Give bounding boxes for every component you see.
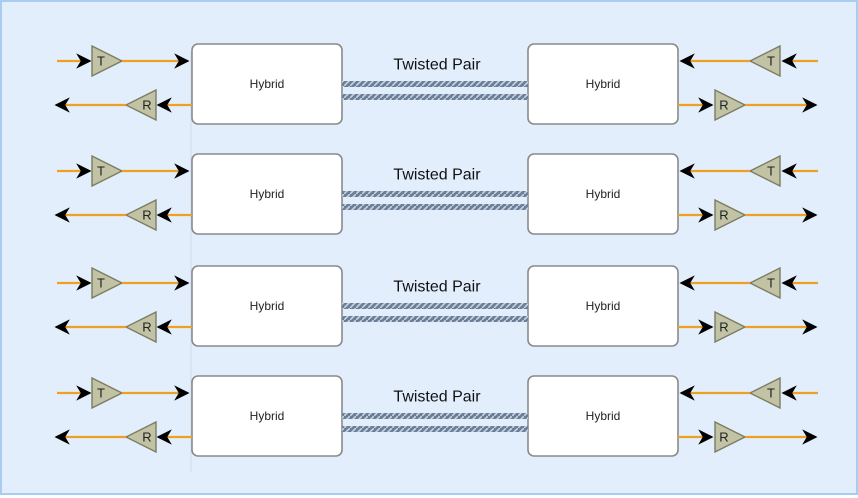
right-hybrid-label: Hybrid	[586, 409, 621, 423]
twisted-pair-strand	[342, 303, 528, 309]
right-tx-amplifier-label: T	[767, 164, 775, 179]
right-tx-amplifier	[748, 376, 781, 410]
left-tx-amplifier	[91, 44, 124, 78]
left-rx-amplifier-label: R	[142, 98, 151, 113]
left-tx-amplifier	[91, 154, 124, 188]
left-rx-amplifier	[124, 310, 157, 344]
twisted-pair-strand	[342, 426, 528, 432]
channel-row: Hybrid Hybrid Twisted Pair T R T R	[54, 265, 818, 347]
left-rx-amplifier-label: R	[142, 430, 151, 445]
twisted-pair-strand	[342, 81, 528, 87]
right-hybrid-label: Hybrid	[586, 77, 621, 91]
twisted-pair-strand	[342, 94, 528, 100]
twisted-pair-strand	[342, 191, 528, 197]
right-rx-amplifier-label: R	[719, 98, 728, 113]
channel-row: Hybrid Hybrid Twisted Pair T R T R	[54, 43, 818, 125]
left-rx-amplifier-label: R	[142, 320, 151, 335]
twisted-pair-label: Twisted Pair	[393, 279, 481, 296]
right-tx-amplifier	[748, 154, 781, 188]
twisted-pair-label: Twisted Pair	[393, 57, 481, 74]
right-tx-amplifier-label: T	[767, 276, 775, 291]
right-rx-amplifier	[714, 310, 747, 344]
left-rx-amplifier	[124, 420, 157, 454]
twisted-pair-strand	[342, 413, 528, 419]
twisted-pair-label: Twisted Pair	[393, 389, 481, 406]
left-tx-amplifier-label: T	[97, 164, 105, 179]
right-tx-amplifier-label: T	[767, 54, 775, 69]
right-tx-amplifier	[748, 44, 781, 78]
twisted-pair-strand	[342, 204, 528, 210]
right-rx-amplifier	[714, 420, 747, 454]
left-tx-amplifier-label: T	[97, 386, 105, 401]
right-hybrid-label: Hybrid	[586, 187, 621, 201]
right-rx-amplifier	[714, 198, 747, 232]
channel-row: Hybrid Hybrid Twisted Pair T R T R	[54, 375, 818, 457]
left-hybrid-label: Hybrid	[250, 409, 285, 423]
right-rx-amplifier-label: R	[719, 208, 728, 223]
left-hybrid-label: Hybrid	[250, 187, 285, 201]
left-tx-amplifier-label: T	[97, 54, 105, 69]
right-tx-amplifier	[748, 266, 781, 300]
left-rx-amplifier	[124, 88, 157, 122]
left-tx-amplifier	[91, 376, 124, 410]
right-tx-amplifier-label: T	[767, 386, 775, 401]
twisted-pair-strand	[342, 316, 528, 322]
right-rx-amplifier	[714, 88, 747, 122]
twisted-pair-label: Twisted Pair	[393, 167, 481, 184]
right-hybrid-label: Hybrid	[586, 299, 621, 313]
left-tx-amplifier	[91, 266, 124, 300]
right-rx-amplifier-label: R	[719, 430, 728, 445]
left-tx-amplifier-label: T	[97, 276, 105, 291]
left-rx-amplifier	[124, 198, 157, 232]
left-hybrid-label: Hybrid	[250, 299, 285, 313]
channel-row: Hybrid Hybrid Twisted Pair T R T R	[54, 153, 818, 235]
left-hybrid-label: Hybrid	[250, 77, 285, 91]
left-rx-amplifier-label: R	[142, 208, 151, 223]
right-rx-amplifier-label: R	[719, 320, 728, 335]
